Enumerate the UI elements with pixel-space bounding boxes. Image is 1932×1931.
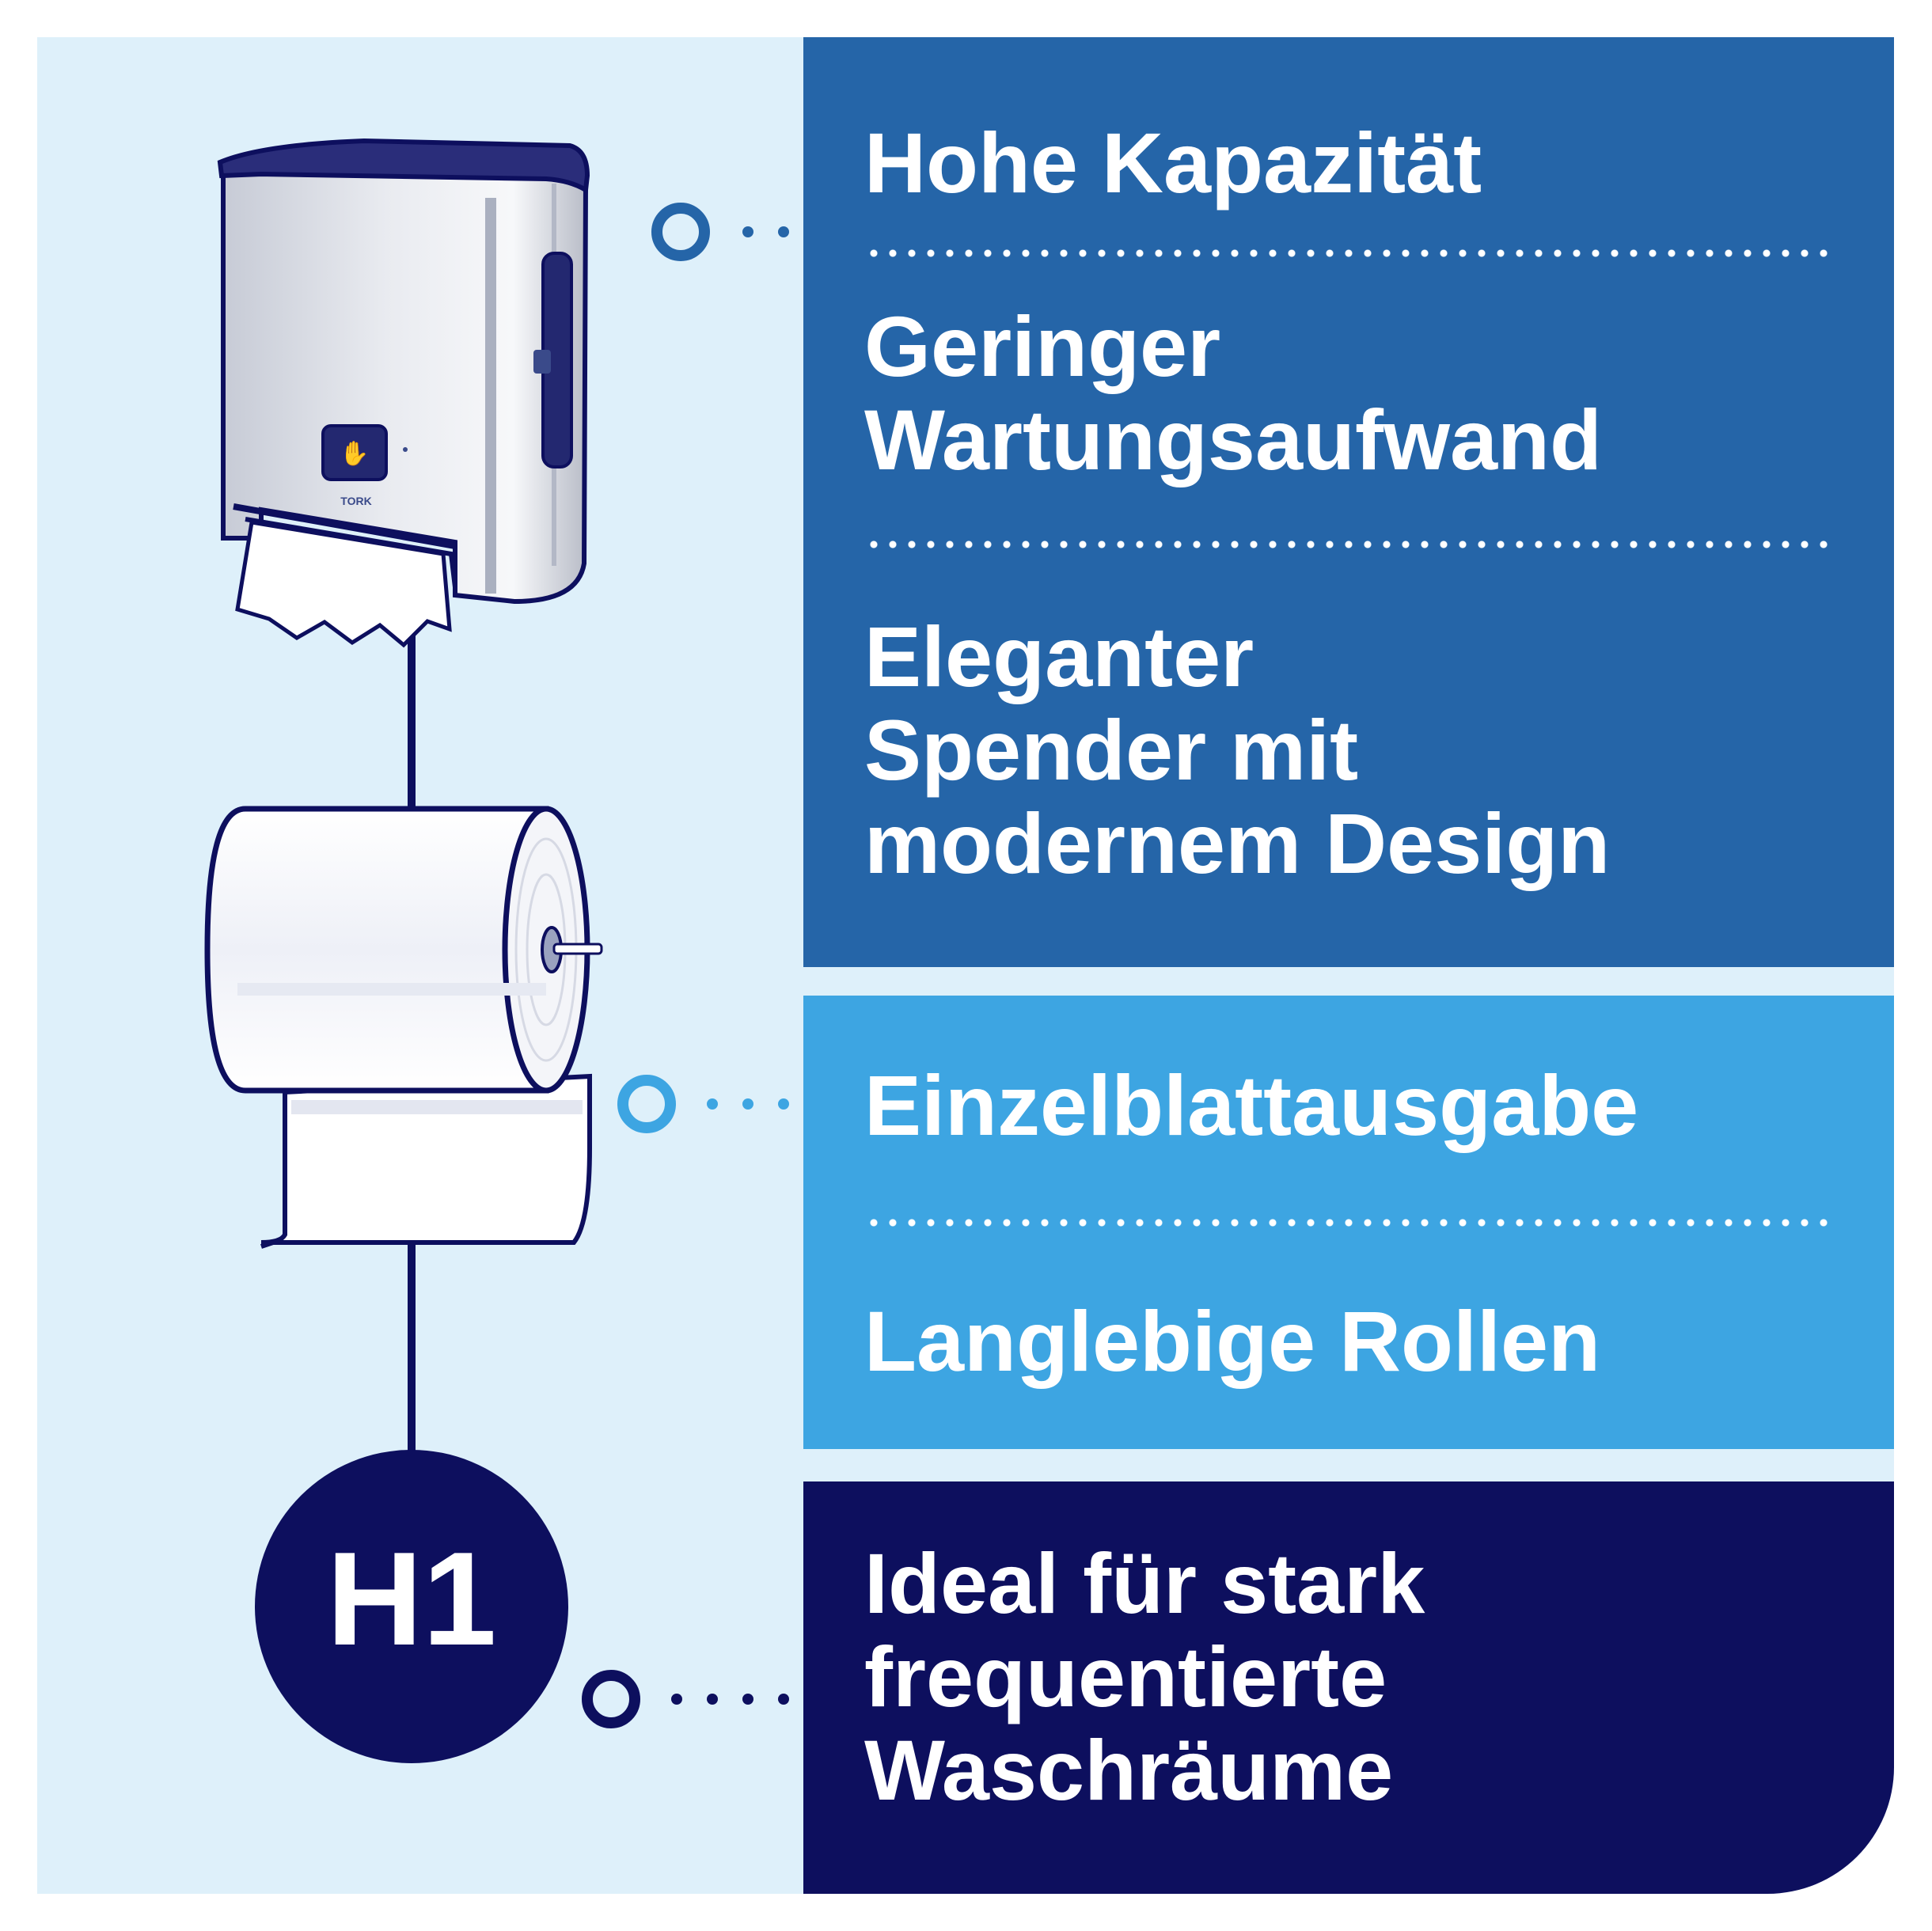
svg-text:✋: ✋ bbox=[340, 439, 369, 468]
dotted-divider bbox=[864, 541, 1831, 548]
paper-towel-roll-icon bbox=[204, 806, 603, 1249]
dotted-divider bbox=[864, 249, 1831, 257]
feature-single-sheet: Einzelblattausgabe bbox=[864, 1057, 1639, 1153]
callout-connector-3 bbox=[582, 1670, 789, 1728]
features-panel-dispenser: Hohe Kapazität Geringer Wartungsaufwand … bbox=[803, 37, 1894, 967]
callout-connector-1 bbox=[651, 203, 789, 261]
feature-high-traffic: Ideal für stark frequentierte Waschräume bbox=[864, 1535, 1425, 1818]
feature-elegant-design: Eleganter Spender mit modernem Design bbox=[864, 609, 1611, 891]
features-panel-roll: Einzelblattausgabe Langlebige Rollen bbox=[803, 996, 1894, 1449]
feature-low-maintenance: Geringer Wartungsaufwand bbox=[864, 298, 1602, 487]
h1-badge: H1 bbox=[255, 1450, 568, 1763]
callout-connector-2 bbox=[617, 1075, 789, 1133]
towel-dispenser-icon: ✋ TORK bbox=[217, 138, 590, 648]
svg-text:TORK: TORK bbox=[340, 495, 371, 507]
feature-long-lasting-rolls: Langlebige Rollen bbox=[864, 1293, 1601, 1389]
features-panel-h1: Ideal für stark frequentierte Waschräume bbox=[803, 1481, 1894, 1894]
svg-text:H1: H1 bbox=[327, 1524, 497, 1673]
feature-high-capacity: Hohe Kapazität bbox=[864, 115, 1482, 211]
dotted-divider bbox=[864, 1219, 1831, 1227]
